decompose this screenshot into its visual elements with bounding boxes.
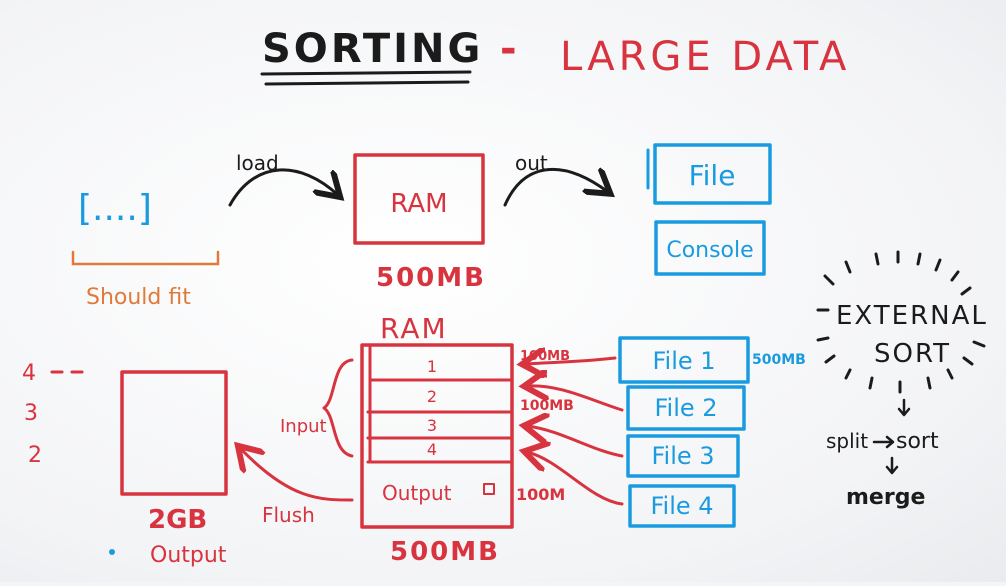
bottom-flow: 4 3 2 2GB Output Flush RAM Input 1 2 3 4… bbox=[22, 312, 806, 568]
ram-heading: RAM bbox=[380, 312, 448, 345]
file2-label: File 2 bbox=[654, 394, 717, 422]
stray-dot bbox=[109, 549, 115, 555]
file-target-label: File bbox=[689, 159, 736, 192]
input-label: Input bbox=[280, 416, 327, 437]
title-sub: LARGE DATA bbox=[560, 34, 850, 80]
ram-box bbox=[353, 153, 485, 245]
down-arrow-2 bbox=[885, 456, 899, 475]
file2-box bbox=[626, 385, 746, 431]
ram-output-marker bbox=[483, 483, 495, 495]
down-arrow-1 bbox=[897, 398, 911, 417]
output-file-label: Output bbox=[150, 543, 227, 568]
step-split: split bbox=[826, 429, 868, 453]
data-array: [....] bbox=[78, 188, 152, 229]
file3-arrow bbox=[527, 426, 624, 458]
output-file-size: 2GB bbox=[148, 505, 207, 535]
ram-output-label: Output bbox=[382, 481, 452, 505]
title-underline-1 bbox=[260, 70, 472, 76]
slot-4: 4 bbox=[427, 440, 437, 459]
step-merge: merge bbox=[846, 485, 925, 510]
file1-arrow bbox=[525, 358, 617, 364]
file4-arrow bbox=[527, 452, 624, 506]
ram-buffer-size: 500MB bbox=[390, 537, 500, 567]
file1-box bbox=[618, 336, 750, 384]
external-sort-title-1: EXTERNAL bbox=[836, 301, 988, 331]
external-sort: EXTERNAL SORT split sort merge bbox=[816, 250, 988, 510]
out-label: out bbox=[515, 151, 548, 175]
load-arrow bbox=[228, 168, 338, 207]
ram-buffer-dividers bbox=[366, 378, 514, 464]
step-sort: sort bbox=[896, 429, 939, 454]
chunk-size-4: 100M bbox=[516, 485, 565, 504]
flush-arrow bbox=[240, 448, 354, 502]
file3-label: File 3 bbox=[651, 442, 714, 470]
side-mark-2: 2 bbox=[28, 443, 42, 468]
title-underline-2 bbox=[264, 80, 470, 86]
ram-label: RAM bbox=[390, 189, 447, 219]
chunk-size-1: 100MB bbox=[520, 349, 570, 364]
file-target-box bbox=[653, 143, 772, 205]
title-dash: - bbox=[500, 26, 517, 72]
chunk-size-2: 100MB bbox=[520, 398, 574, 414]
console-target-label: Console bbox=[666, 238, 753, 263]
data-bracket bbox=[71, 250, 220, 266]
side-mark-3: 3 bbox=[24, 401, 38, 426]
output-file-box bbox=[120, 370, 228, 496]
flush-label: Flush bbox=[262, 503, 315, 527]
ram-size: 500MB bbox=[376, 263, 486, 293]
slot-1: 1 bbox=[427, 357, 437, 376]
burst-lines bbox=[816, 250, 986, 394]
file3-box bbox=[626, 434, 740, 478]
top-flow: [....] Should fit load RAM 500MB out Fil… bbox=[71, 143, 772, 310]
out-arrow bbox=[503, 169, 608, 207]
file4-box bbox=[628, 484, 736, 528]
file2-arrow bbox=[527, 386, 624, 412]
ram-buffer-box bbox=[360, 343, 514, 529]
title-main: SORTING bbox=[262, 26, 483, 72]
load-label: load bbox=[236, 151, 279, 175]
slot-3: 3 bbox=[427, 416, 437, 435]
slot-2: 2 bbox=[427, 387, 437, 406]
file1-size: 500MB bbox=[752, 352, 806, 368]
input-brace bbox=[322, 358, 354, 458]
right-arrow bbox=[872, 435, 895, 449]
file1-label: File 1 bbox=[652, 347, 715, 375]
file4-label: File 4 bbox=[650, 492, 713, 520]
side-mark-4: 4 bbox=[22, 361, 36, 386]
console-target-box bbox=[654, 220, 766, 276]
title: SORTING - LARGE DATA bbox=[260, 26, 850, 86]
should-fit-note: Should fit bbox=[86, 285, 191, 310]
external-sort-title-2: SORT bbox=[874, 339, 951, 369]
